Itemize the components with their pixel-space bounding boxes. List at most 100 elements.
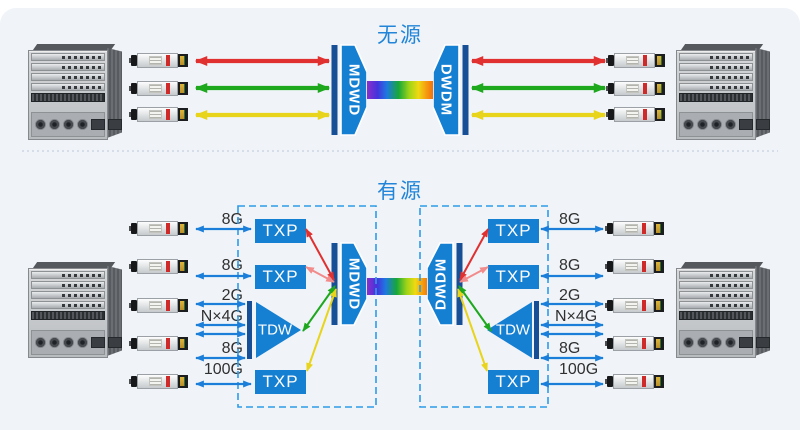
rate-label: 8G (221, 340, 243, 357)
sfp-transceiver (129, 53, 188, 68)
tdw-label: TDW (495, 321, 531, 339)
fan-icon (697, 119, 708, 130)
rate-label: 100G (559, 361, 599, 378)
psu-module (756, 119, 770, 130)
chassis-side-face (755, 47, 770, 138)
sfp-transceiver (129, 374, 188, 389)
rate-label: 100G (203, 361, 243, 378)
txp-transponder: TXP (488, 219, 539, 243)
chassis-front-face (28, 268, 122, 358)
rate-label: N×4G (555, 308, 598, 325)
fan-icon (77, 337, 88, 348)
fan-icon (63, 337, 74, 348)
demux-label-mirrored: DWDM (431, 257, 449, 311)
fan-icon (35, 119, 46, 130)
fan-icon (49, 337, 60, 348)
fan-psu-bay (31, 330, 122, 355)
fiber-spectrum-link-active (367, 278, 429, 295)
line-card-slot (31, 83, 105, 91)
psu-module (739, 337, 753, 348)
sfp-transceiver (129, 221, 188, 236)
fan-icon (63, 119, 74, 130)
fan-icon (683, 337, 694, 348)
fan-psu-bay (31, 112, 122, 137)
fan-icon (711, 119, 722, 130)
line-card-slot (31, 53, 105, 61)
fan-icon (697, 337, 708, 348)
sfp-transceiver (606, 107, 665, 122)
line-card-slot (679, 291, 753, 299)
sfp-transceiver (129, 298, 188, 313)
sfp-transceiver (605, 298, 664, 313)
line-card-slot (679, 53, 753, 61)
txp-transponder: TXP (488, 265, 539, 289)
fan-icon (77, 119, 88, 130)
sfp-transceiver (605, 259, 664, 274)
port-strip (679, 311, 753, 320)
demux-shape (432, 44, 469, 136)
switch-chassis-active-right (676, 262, 770, 358)
psu-module (91, 119, 105, 130)
mdwd-mux-passive: MDWD (331, 44, 368, 136)
line-card-slot (31, 63, 105, 71)
line-card-slot (679, 301, 753, 309)
line-card-slot (31, 281, 105, 289)
dwdm-demux-active: DWDM (426, 242, 463, 326)
rate-label: 8G (559, 211, 581, 228)
rate-label: 8G (221, 211, 243, 228)
chassis-side-face (755, 265, 770, 356)
line-card-slot (31, 301, 105, 309)
fan-psu-bay (679, 330, 770, 355)
rate-label: 2G (221, 287, 243, 304)
fan-icon (683, 119, 694, 130)
psu-module (739, 119, 753, 130)
sfp-transceiver (606, 53, 665, 68)
dwdm-demux-passive: DWDM (432, 44, 469, 136)
psu-module (108, 119, 122, 130)
sfp-transceiver (605, 221, 664, 236)
sfp-transceiver (129, 259, 188, 274)
line-card-slot (679, 83, 753, 91)
fan-icon (725, 119, 736, 130)
chassis-side-face (107, 47, 122, 138)
tdw-label: TDW (257, 321, 293, 339)
mux-label: MDWD (345, 63, 363, 117)
rate-label: 2G (559, 287, 581, 304)
fan-icon (711, 337, 722, 348)
rate-label: N×4G (200, 308, 243, 325)
fan-icon (49, 119, 60, 130)
sfp-transceiver (129, 336, 188, 351)
rate-label: 8G (221, 257, 243, 274)
psu-module (91, 337, 105, 348)
txp-transponder: TXP (255, 219, 306, 243)
chassis-front-face (28, 50, 122, 140)
chassis-front-face (676, 268, 770, 358)
line-card-slot (679, 281, 753, 289)
mdwd-mux-active: MDWD (331, 242, 368, 326)
line-card-slot (31, 73, 105, 81)
fan-icon (35, 337, 46, 348)
port-strip (31, 93, 105, 102)
chassis-side-face (107, 265, 122, 356)
fan-icon (725, 337, 736, 348)
sfp-transceiver (606, 81, 665, 96)
sfp-transceiver (129, 81, 188, 96)
switch-chassis-passive-left (28, 44, 122, 140)
line-card-slot (679, 271, 753, 279)
tdw-muxponder-right: TDW (486, 300, 542, 360)
tdw-muxponder-left: TDW (246, 300, 302, 360)
chassis-front-face (676, 50, 770, 140)
rate-label: 8G (559, 257, 581, 274)
txp-transponder: TXP (255, 370, 306, 394)
diagram-background (0, 8, 800, 430)
psu-module (756, 337, 770, 348)
fiber-spectrum-link-passive (367, 81, 433, 99)
port-strip (31, 311, 105, 320)
port-strip (679, 93, 753, 102)
line-card-slot (31, 291, 105, 299)
sfp-transceiver (605, 336, 664, 351)
mux-label: MDWD (345, 257, 363, 311)
switch-chassis-active-left (28, 262, 122, 358)
line-card-slot (31, 271, 105, 279)
